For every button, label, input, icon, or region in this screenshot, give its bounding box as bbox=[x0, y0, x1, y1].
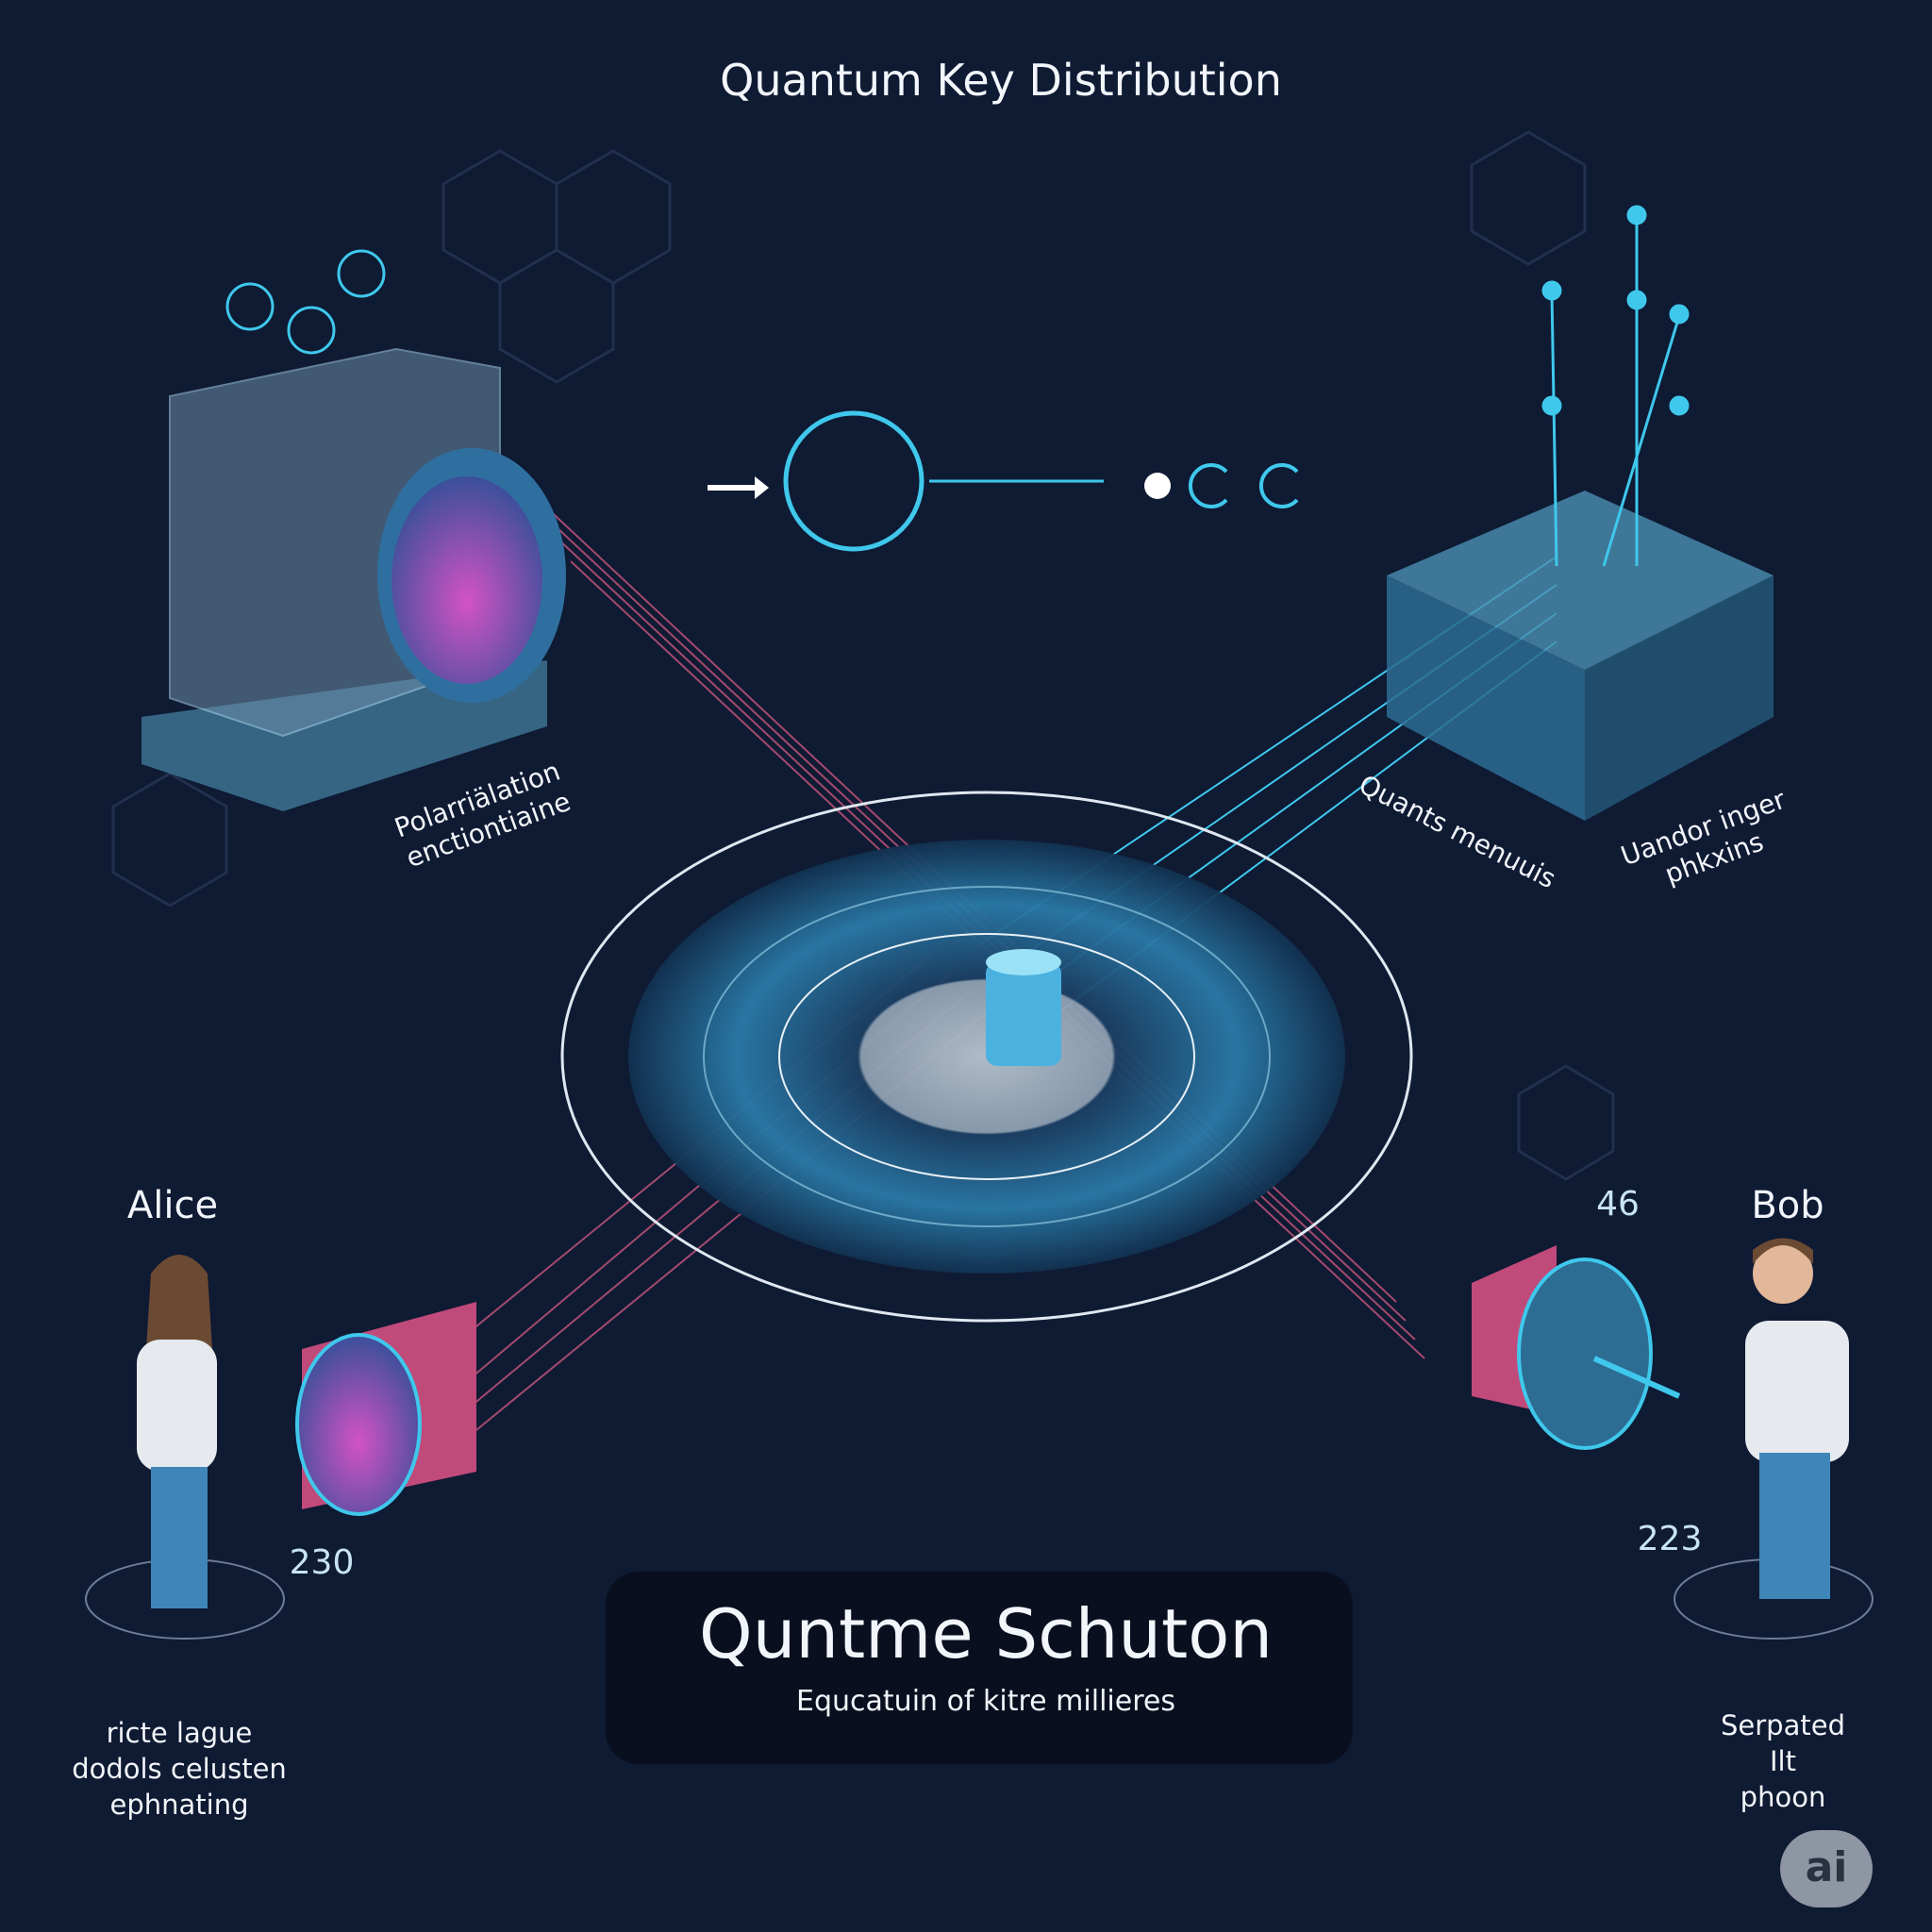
right-note-line: Ilt bbox=[1770, 1745, 1796, 1777]
right-note-line: phoon bbox=[1740, 1781, 1826, 1813]
left-note: ricte lague dodols celusten ephnating bbox=[72, 1715, 287, 1823]
left-note-line: dodols celusten bbox=[72, 1753, 287, 1785]
right-note: Serpated Ilt phoon bbox=[1721, 1707, 1845, 1815]
quantum-channel-disk bbox=[560, 791, 1413, 1323]
left-note-line: ricte lague bbox=[106, 1717, 253, 1749]
panel-title: Quntme Schuton bbox=[699, 1594, 1273, 1674]
alice-number: 230 bbox=[289, 1543, 355, 1582]
bob-label: Bob bbox=[1751, 1184, 1824, 1227]
alice-label: Alice bbox=[126, 1184, 219, 1227]
ai-badge: ai bbox=[1780, 1830, 1873, 1907]
diagram-title: Quantum Key Distribution bbox=[720, 55, 1282, 106]
left-note-line: ephnating bbox=[109, 1789, 249, 1821]
summary-panel bbox=[606, 1572, 1353, 1764]
panel-subtitle: Equcatuin of kitre millieres bbox=[796, 1685, 1175, 1718]
alice-figure bbox=[85, 1255, 476, 1640]
bob-figure bbox=[1472, 1238, 1874, 1640]
hexagon-pattern bbox=[111, 130, 1615, 1181]
photon-sequence-icons bbox=[708, 410, 1299, 552]
bob-quantum-cube bbox=[1387, 205, 1774, 821]
bob-number: 223 bbox=[1637, 1520, 1703, 1558]
right-note-line: Serpated bbox=[1721, 1709, 1845, 1741]
alice-quantum-device bbox=[142, 249, 566, 811]
bob-extra-number: 46 bbox=[1596, 1185, 1640, 1224]
